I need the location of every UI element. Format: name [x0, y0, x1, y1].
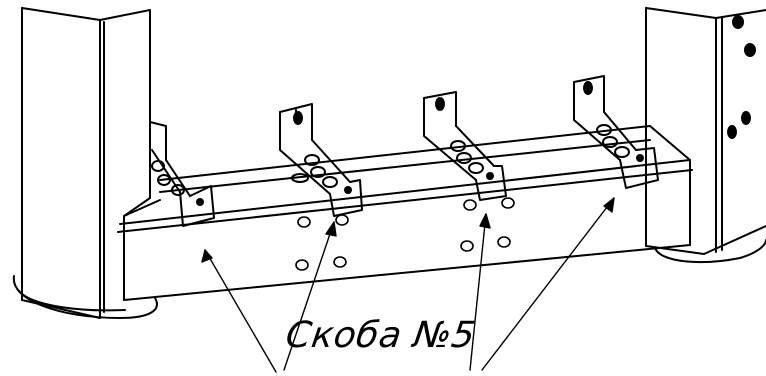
leader-line-4	[481, 197, 615, 371]
right-foot-pad	[654, 239, 766, 264]
leader-line-1	[204, 249, 277, 373]
bracket-1	[149, 121, 215, 227]
horizontal-beam	[117, 125, 693, 301]
left-post	[21, 7, 151, 319]
leader-lines	[201, 197, 615, 373]
arrowhead-2	[325, 221, 337, 237]
arrowhead-3	[479, 213, 491, 229]
leader-line-2	[283, 221, 335, 371]
arrowhead-1	[201, 249, 213, 263]
leader-line-3	[469, 213, 487, 371]
beam-holes	[295, 197, 515, 271]
left-foot-pad	[12, 275, 158, 319]
arrowhead-4	[603, 197, 615, 213]
bracket-callout-label: Скоба №5	[283, 315, 478, 356]
bracket-3	[423, 91, 507, 201]
right-post	[645, 7, 766, 255]
bracket-4	[573, 75, 659, 189]
bracket-2	[279, 103, 363, 217]
